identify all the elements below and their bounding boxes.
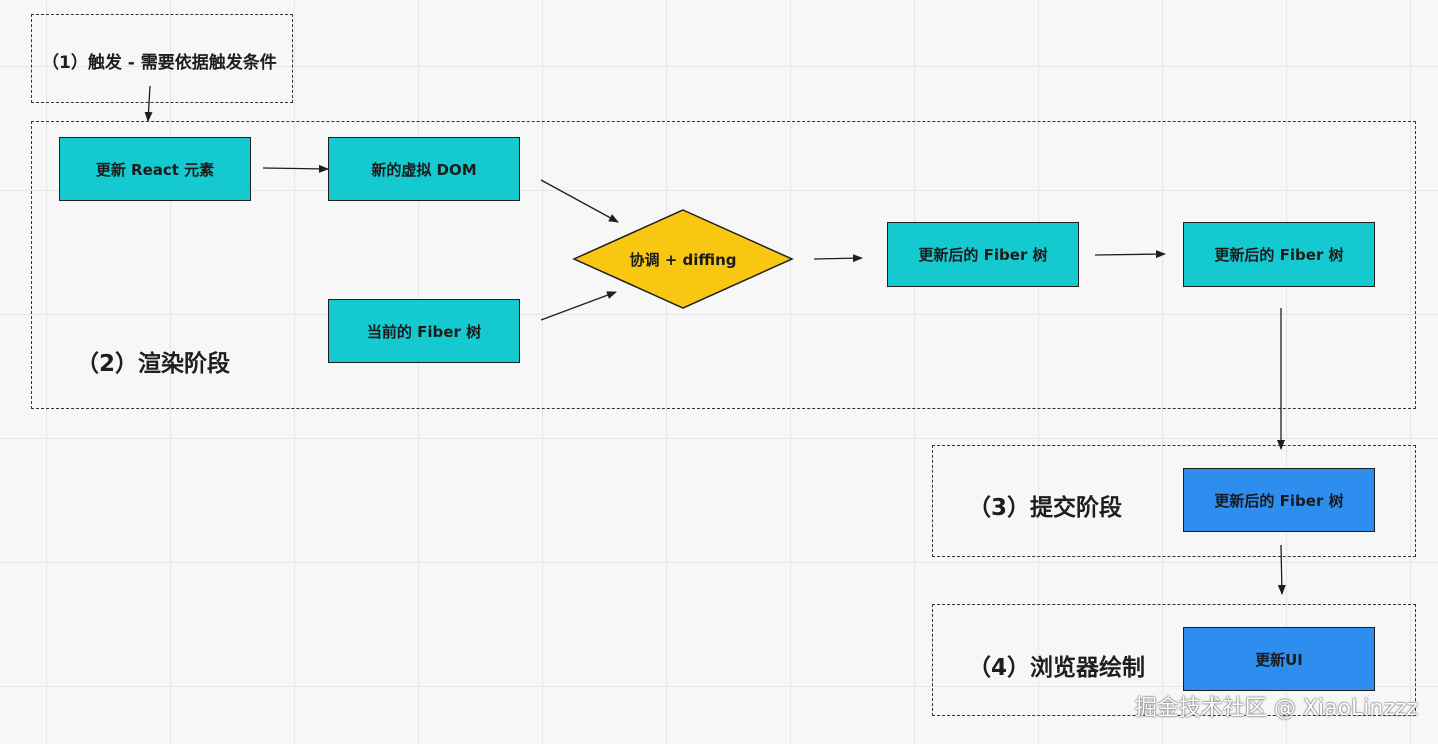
arrow-commit-to-paint bbox=[1277, 544, 1286, 595]
updated-fiber-tree-label-2: 更新后的 Fiber 树 bbox=[1214, 246, 1344, 264]
commit-stage-frame bbox=[932, 445, 1416, 557]
arrow-reconcile-to-updated-fiber bbox=[813, 254, 863, 263]
arrow-current-fiber-to-reconcile bbox=[540, 291, 617, 321]
arrow-updated-fiber-to-updated-fiber bbox=[1094, 250, 1166, 259]
watermark-text: 掘金技术社区 @ XiaoLinzzz bbox=[1134, 696, 1418, 721]
commit-fiber-tree-label: 更新后的 Fiber 树 bbox=[1214, 491, 1344, 510]
updated-fiber-tree-node-1: 更新后的 Fiber 树 bbox=[887, 222, 1079, 287]
commit-fiber-tree-node: 更新后的 Fiber 树 bbox=[1183, 468, 1375, 532]
arrow-react-to-virtual-dom bbox=[262, 164, 329, 173]
arrow-virtual-dom-to-reconcile bbox=[540, 179, 619, 223]
render-stage-frame bbox=[31, 121, 1416, 409]
paint-stage-frame bbox=[932, 604, 1416, 716]
current-fiber-tree-label: 当前的 Fiber 树 bbox=[366, 322, 482, 341]
commit-stage-label: （3）提交阶段 bbox=[968, 495, 1123, 521]
reconcile-diffing-label: 协调 + diffing bbox=[629, 250, 737, 269]
paint-stage-label: （4）浏览器绘制 bbox=[968, 655, 1146, 681]
updated-fiber-tree-node-2: 更新后的 Fiber 树 bbox=[1183, 222, 1375, 287]
update-ui-node: 更新UI bbox=[1183, 627, 1375, 691]
trigger-stage-label: （1）触发 - 需要依据触发条件 bbox=[42, 53, 277, 73]
update-ui-label: 更新UI bbox=[1255, 650, 1303, 669]
reconcile-diamond-shape bbox=[572, 209, 794, 309]
trigger-stage-frame bbox=[31, 14, 293, 103]
updated-fiber-tree-label-1: 更新后的 Fiber 树 bbox=[918, 246, 1048, 264]
new-virtual-dom-node: 新的虚拟 DOM bbox=[328, 137, 520, 201]
current-fiber-tree-node: 当前的 Fiber 树 bbox=[328, 299, 520, 363]
render-stage-label: （2）渲染阶段 bbox=[76, 351, 231, 377]
update-react-elements-label: 更新 React 元素 bbox=[95, 160, 215, 179]
arrow-trigger-to-render bbox=[144, 85, 153, 122]
new-virtual-dom-label: 新的虚拟 DOM bbox=[371, 160, 477, 179]
update-react-elements-node: 更新 React 元素 bbox=[59, 137, 251, 201]
